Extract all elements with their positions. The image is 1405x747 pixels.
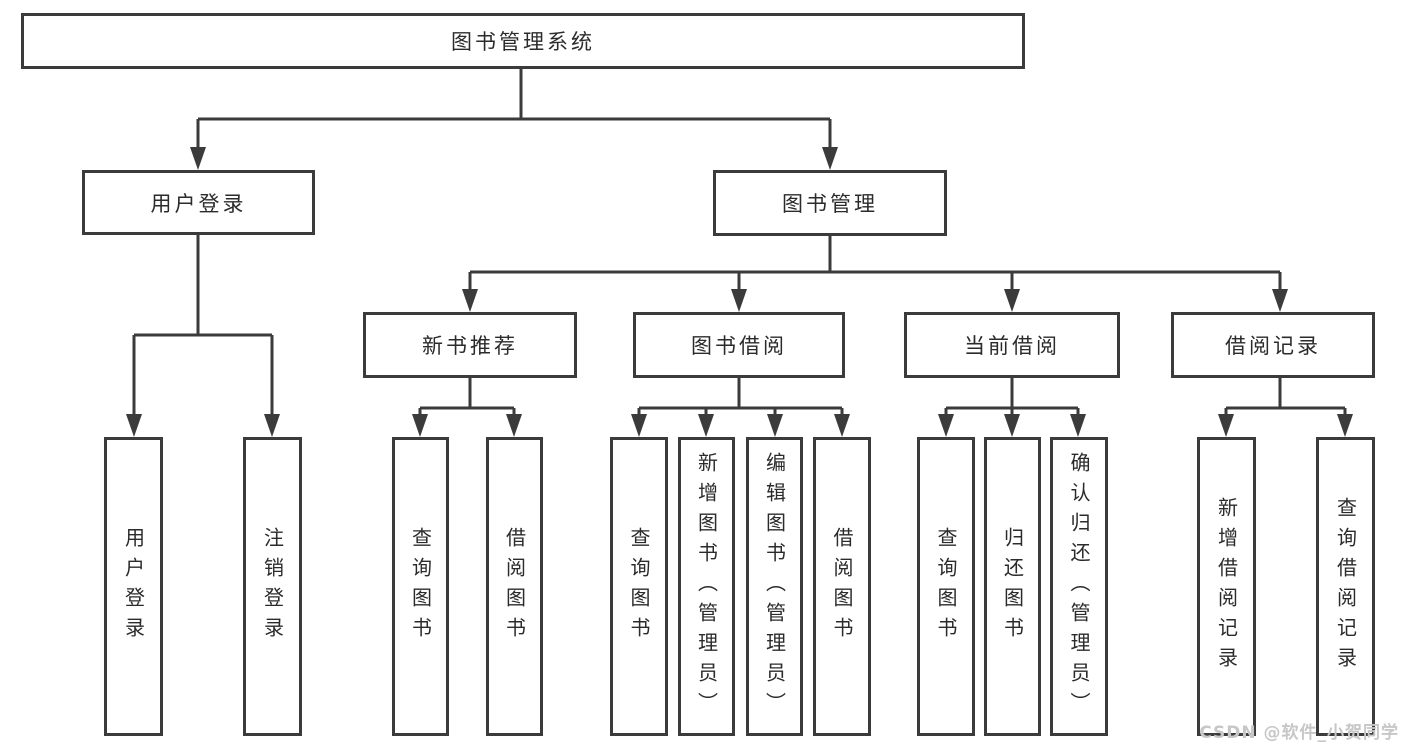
leaf-query-borrow-record: 查询借阅记录: [1316, 437, 1375, 736]
node-label: 查询图书: [408, 526, 433, 647]
node-book-borrowing: 图书借阅: [633, 312, 845, 378]
node-new-book-recommend: 新书推荐: [363, 312, 577, 378]
leaf-edit-book-admin: 编辑图书（管理员）: [746, 437, 803, 736]
node-label: 图书管理: [782, 192, 878, 216]
node-label: 确认归还（管理员）: [1067, 451, 1091, 722]
node-label: 借阅记录: [1225, 334, 1321, 358]
node-label: 用户登录: [150, 191, 247, 216]
leaf-confirm-return-admin: 确认归还（管理员）: [1050, 437, 1108, 736]
node-label: 归还图书: [1000, 526, 1025, 647]
node-label: 新增图书（管理员）: [694, 451, 719, 722]
node-label: 图书借阅: [691, 334, 787, 358]
node-label: 查询借阅记录: [1333, 496, 1358, 677]
node-label: 用户登录: [121, 526, 146, 647]
leaf-add-borrow-record: 新增借阅记录: [1197, 437, 1256, 736]
leaf-query-books-borrowing: 查询图书: [610, 437, 668, 736]
leaf-logout: 注销登录: [243, 437, 302, 736]
leaf-return-book: 归还图书: [984, 437, 1041, 736]
node-library-management-system: 图书管理系统: [21, 13, 1025, 69]
node-label: 编辑图书（管理员）: [762, 451, 787, 722]
node-label: 注销登录: [260, 526, 285, 647]
arrowheads: [126, 147, 1353, 437]
node-borrow-records: 借阅记录: [1171, 312, 1375, 378]
node-user-login: 用户登录: [82, 170, 315, 235]
csdn-watermark: CSDN @软件_小贺同学: [1199, 723, 1399, 743]
node-book-management: 图书管理: [713, 170, 947, 236]
leaf-borrow-book-borrowing: 借阅图书: [813, 437, 871, 736]
leaf-query-books-current: 查询图书: [917, 437, 975, 736]
node-label: 借阅图书: [502, 526, 527, 647]
node-label: 图书管理系统: [451, 30, 595, 54]
leaf-query-books-recommend: 查询图书: [392, 437, 449, 736]
node-label: 新增借阅记录: [1214, 496, 1239, 677]
node-label: 查询图书: [934, 526, 958, 647]
leaf-borrow-book-recommend: 借阅图书: [486, 437, 543, 736]
node-current-borrowing: 当前借阅: [904, 312, 1120, 378]
leaf-add-book-admin: 新增图书（管理员）: [678, 437, 735, 736]
node-label: 查询图书: [627, 526, 651, 647]
node-label: 借阅图书: [830, 526, 854, 647]
node-label: 当前借阅: [964, 334, 1060, 358]
leaf-user-login: 用户登录: [104, 437, 163, 736]
node-label: 新书推荐: [422, 334, 518, 358]
